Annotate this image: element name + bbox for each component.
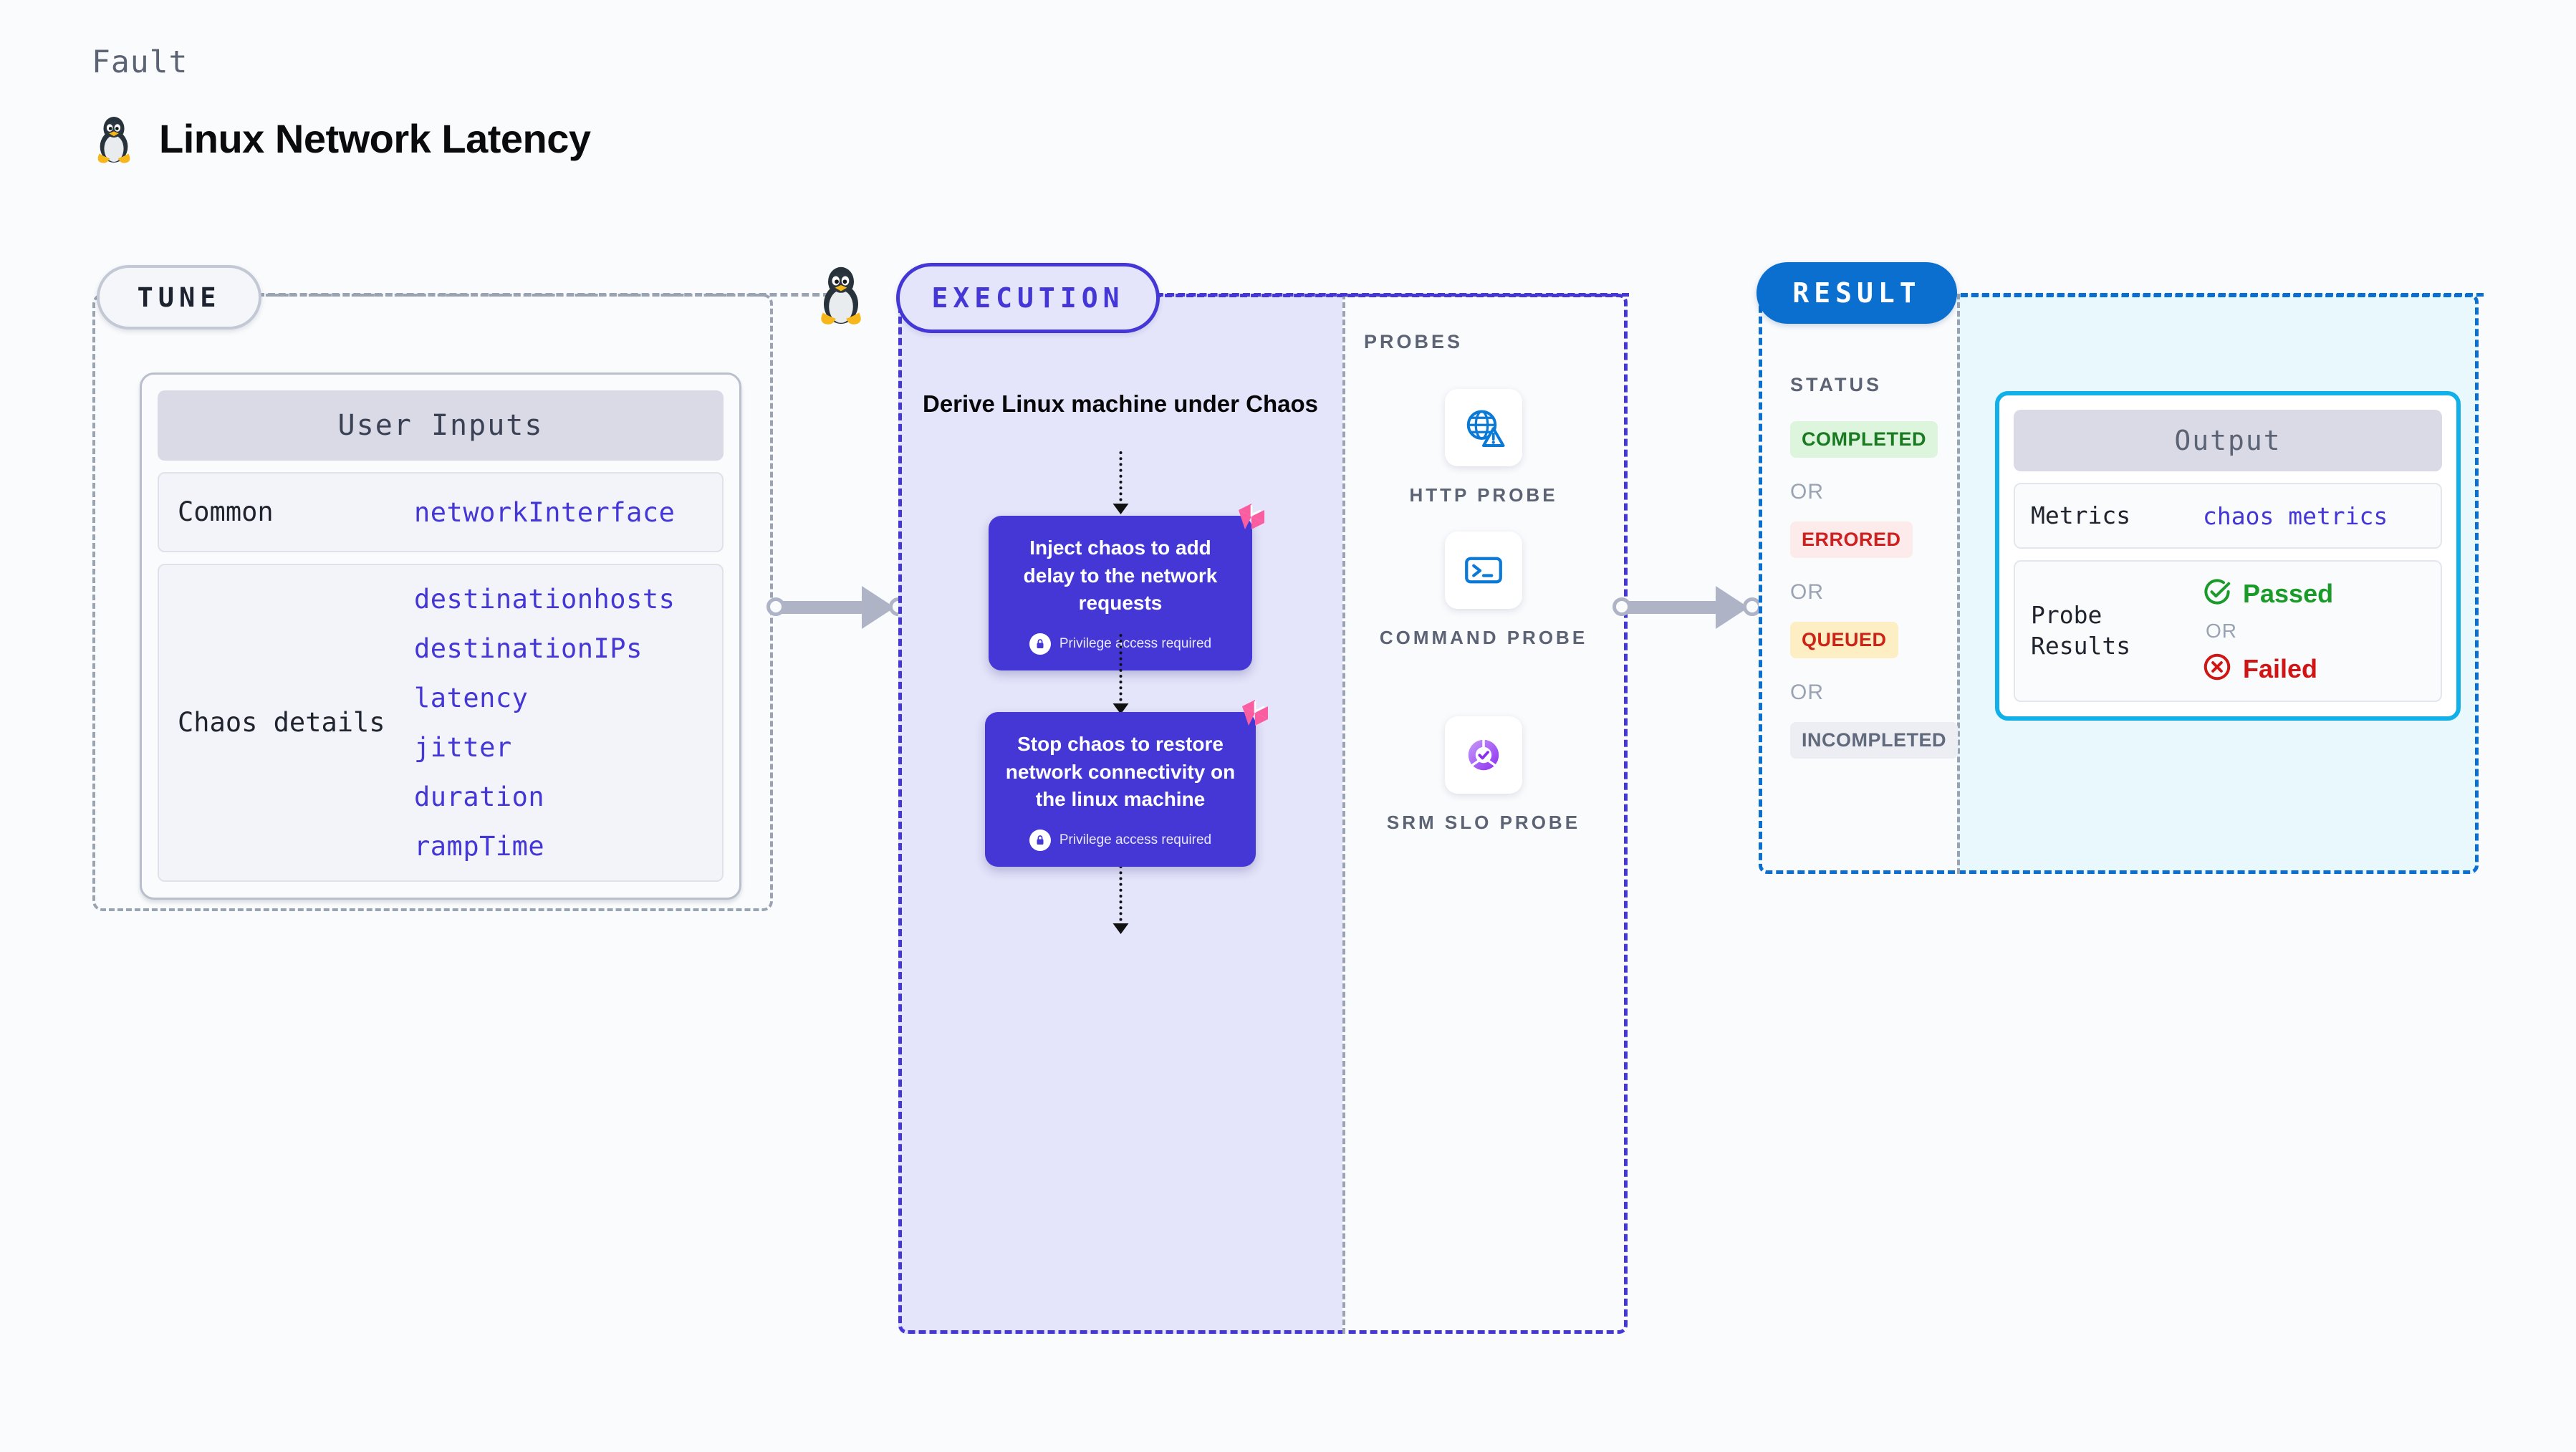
input-value[interactable]: rampTime (414, 831, 545, 862)
flow-arrow-icon (1112, 860, 1129, 934)
privilege-note: Privilege access required (1001, 829, 1240, 851)
probes-column: PROBES HTTP PROBE (1342, 294, 1625, 1334)
or-separator: OR (1790, 480, 1824, 504)
input-row-values: destinationhosts destinationIPs latency … (414, 584, 675, 862)
result-header-dashed-line (1961, 293, 2484, 297)
tune-section: TUNE User Inputs Common networkInterface… (92, 265, 861, 911)
probe-srm-slo[interactable]: SRM SLO PROBE (1376, 716, 1591, 835)
input-value[interactable]: jitter (414, 732, 512, 763)
tune-header-dashed-line (257, 293, 830, 297)
output-row-probe-results: Probe Results Passed OR (2014, 560, 2442, 702)
probe-result-passed-label: Passed (2243, 578, 2334, 608)
input-value[interactable]: destinationhosts (414, 584, 676, 615)
flow-arrow-icon (1112, 634, 1129, 714)
or-separator: OR (1790, 681, 1824, 704)
probe-result-failed-label: Failed (2243, 653, 2318, 683)
connector-tune-to-execution (766, 586, 913, 629)
output-row-label: Metrics (2031, 501, 2131, 529)
probe-label: HTTP PROBE (1409, 484, 1558, 506)
harness-badge-icon (1236, 501, 1267, 532)
input-value[interactable]: latency (414, 683, 529, 713)
stage-pill-result[interactable]: RESULT (1756, 262, 1957, 324)
terminal-icon (1445, 532, 1522, 609)
privilege-note: Privilege access required (1004, 633, 1236, 655)
stage-pill-execution[interactable]: EXECUTION (896, 263, 1160, 333)
execution-section: EXECUTION Derive Linux machine under Cha… (896, 263, 1629, 1334)
page-title-row: Linux Network Latency (92, 110, 591, 166)
stop-chaos-step[interactable]: Stop chaos to restore network connectivi… (985, 700, 1268, 867)
status-section-label: STATUS (1790, 374, 1882, 395)
inject-chaos-step[interactable]: Inject chaos to add delay to the network… (989, 504, 1264, 670)
privilege-text: Privilege access required (1059, 635, 1212, 651)
inject-chaos-text: Inject chaos to add delay to the network… (1023, 537, 1218, 615)
probe-command[interactable]: COMMAND PROBE (1376, 532, 1591, 650)
probe-label: SRM SLO PROBE (1386, 812, 1581, 833)
derive-step-title: Derive Linux machine under Chaos (923, 390, 1318, 417)
probe-results-values: Passed OR Failed (2203, 577, 2333, 685)
probe-result-passed: Passed (2203, 577, 2333, 610)
input-row-common: Common networkInterface (158, 472, 724, 552)
x-circle-icon (2203, 653, 2231, 685)
page-header: Fault Linux Network Latency (92, 44, 591, 166)
input-value[interactable]: networkInterface (414, 496, 676, 528)
input-value[interactable]: duration (414, 782, 545, 812)
execution-flow: Derive Linux machine under Chaos Inject … (898, 294, 1342, 1334)
result-section: RESULT STATUS COMPLETED OR ERRORED OR QU… (1756, 262, 2484, 874)
probes-section-label: PROBES (1364, 331, 1464, 352)
or-separator: OR (2206, 620, 2237, 642)
result-status-column (1759, 294, 1957, 874)
status-badge-completed: COMPLETED (1790, 421, 1938, 458)
probe-http[interactable]: HTTP PROBE (1376, 389, 1591, 508)
result-divider (1957, 294, 1960, 874)
input-row-chaos-details: Chaos details destinationhosts destinati… (158, 564, 724, 882)
connector-execution-to-result (1613, 586, 1769, 629)
input-row-values: networkInterface (414, 497, 675, 528)
flow-arrow-icon (1112, 451, 1129, 514)
execution-header-dashed-line (1156, 293, 1629, 297)
fault-eyebrow-label: Fault (92, 44, 188, 80)
lock-icon (1029, 829, 1051, 851)
page-title: Linux Network Latency (159, 115, 591, 161)
output-card: Output Metrics chaos metrics Probe Resul… (1995, 391, 2461, 721)
input-value[interactable]: destinationIPs (414, 633, 643, 664)
or-separator: OR (1790, 580, 1824, 604)
output-row-metrics: Metrics chaos metrics (2014, 483, 2442, 549)
output-row-label: Probe Results (2031, 601, 2131, 660)
output-row-value[interactable]: chaos metrics (2203, 501, 2388, 530)
linux-penguin-icon (809, 259, 873, 328)
status-badge-incompleted: INCOMPLETED (1790, 722, 1959, 759)
srm-slo-icon (1445, 716, 1522, 794)
probes-divider (1342, 294, 1345, 1334)
user-inputs-card: User Inputs Common networkInterface Chao… (140, 372, 741, 900)
stop-chaos-text: Stop chaos to restore network connectivi… (1005, 733, 1236, 811)
lock-icon (1029, 633, 1051, 655)
input-row-label: Common (178, 496, 274, 527)
globe-warning-icon (1445, 389, 1522, 466)
user-inputs-title: User Inputs (158, 390, 724, 461)
probe-label: COMMAND PROBE (1379, 627, 1588, 648)
output-title: Output (2014, 410, 2442, 471)
status-badge-errored: ERRORED (1790, 521, 1913, 558)
stage-pill-tune[interactable]: TUNE (97, 265, 261, 330)
privilege-text: Privilege access required (1059, 832, 1212, 847)
probe-result-failed: Failed (2203, 653, 2333, 685)
harness-badge-icon (1240, 698, 1270, 728)
input-row-label: Chaos details (178, 706, 385, 738)
check-circle-icon (2203, 577, 2231, 610)
linux-penguin-icon (92, 110, 136, 166)
status-badge-queued: QUEUED (1790, 622, 1898, 658)
